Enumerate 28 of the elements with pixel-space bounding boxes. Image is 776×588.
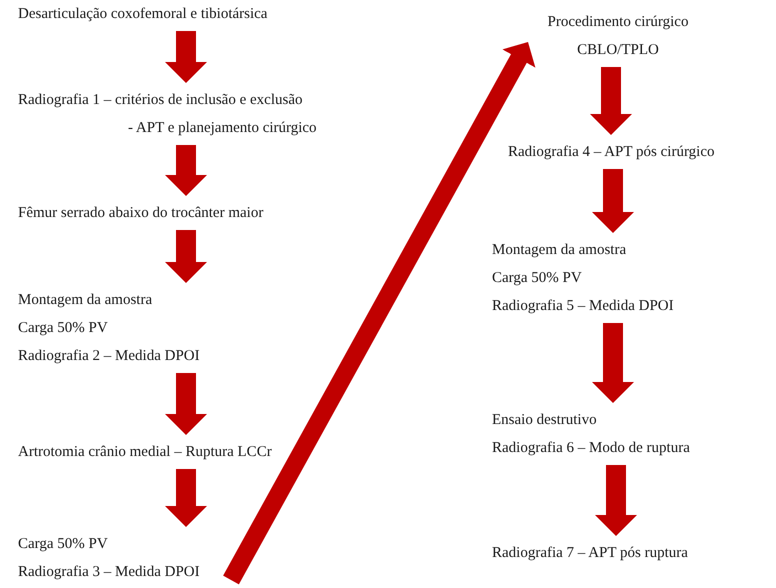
- block-arrow: [165, 373, 207, 435]
- step-text: Desarticulação coxofemoral e tibiotársica: [18, 5, 268, 24]
- block-arrow: [592, 323, 634, 403]
- step-text: Radiografia 2 – Medida DPOI: [18, 347, 200, 366]
- block-arrow: [165, 145, 207, 196]
- step-text: Radiografia 6 – Modo de ruptura: [492, 439, 690, 458]
- step-text: Montagem da amostra: [492, 241, 626, 260]
- step-text: Fêmur serrado abaixo do trocânter maior: [18, 204, 264, 223]
- step-text: Ensaio destrutivo: [492, 411, 597, 430]
- step-text: Procedimento cirúrgico: [548, 13, 688, 32]
- step-text: - APT e planejamento cirúrgico: [128, 119, 317, 138]
- step-text: Artrotomia crânio medial – Ruptura LCCr: [18, 443, 272, 462]
- block-arrow: [165, 31, 207, 83]
- step-text: Radiografia 7 – APT pós ruptura: [492, 544, 688, 563]
- block-arrow: [595, 465, 637, 536]
- step-text: Carga 50% PV: [18, 319, 108, 338]
- block-arrow: [165, 469, 207, 527]
- step-text: Carga 50% PV: [18, 535, 108, 554]
- block-arrow: [165, 230, 207, 283]
- block-arrow: [590, 67, 632, 135]
- step-text: Montagem da amostra: [18, 291, 152, 310]
- step-text: Radiografia 3 – Medida DPOI: [18, 563, 200, 582]
- step-text: Radiografia 1 – critérios de inclusão e exclusão: [18, 91, 302, 110]
- step-text: Carga 50% PV: [492, 269, 582, 288]
- block-arrow: [592, 169, 634, 233]
- step-text: Radiografia 4 – APT pós cirúrgico: [508, 143, 714, 162]
- step-text: CBLO/TPLO: [577, 41, 659, 60]
- step-text: Radiografia 5 – Medida DPOI: [492, 297, 674, 316]
